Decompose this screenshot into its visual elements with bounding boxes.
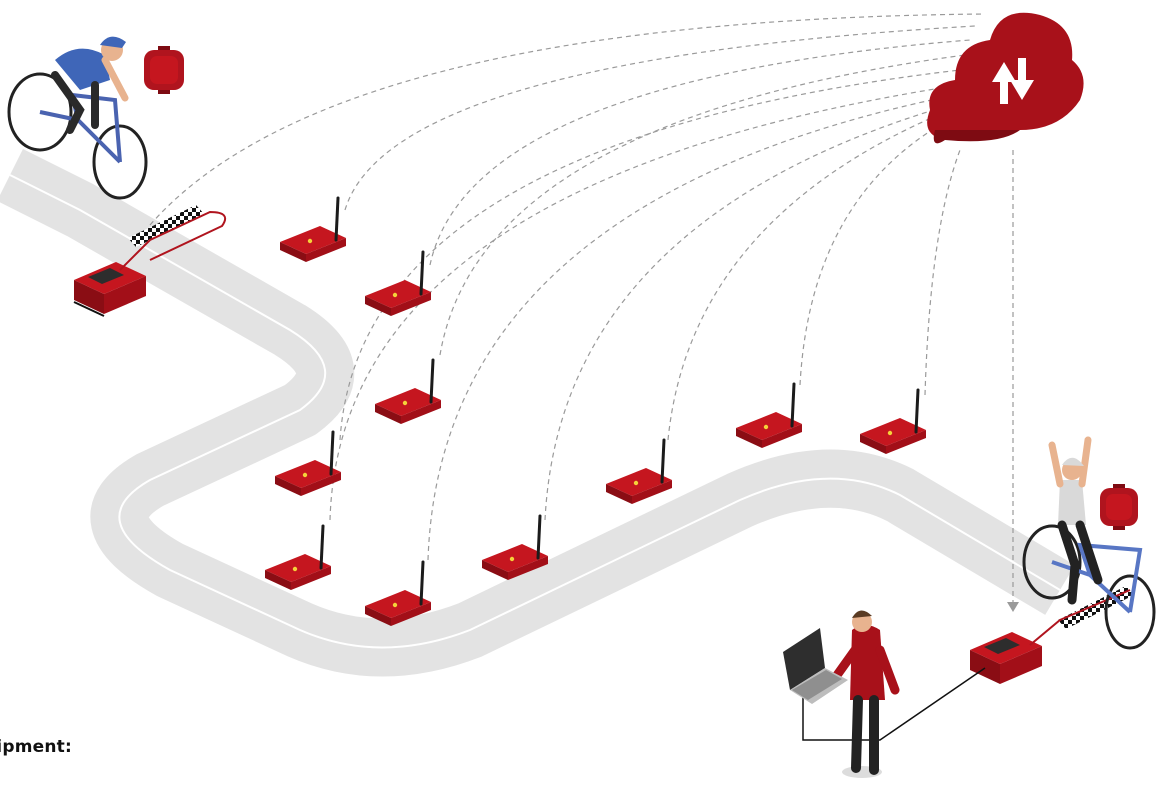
wireless-node-icon xyxy=(736,384,802,448)
operator-icon xyxy=(835,610,895,778)
wireless-node-icon xyxy=(265,526,331,590)
equipment-caption: uipment: xyxy=(0,737,72,757)
race-track xyxy=(10,175,1060,648)
rfid-tag-icon xyxy=(144,46,184,94)
cloud-upload-download-icon xyxy=(927,13,1083,144)
wireless-node-icon xyxy=(280,198,346,262)
wireless-node-icon xyxy=(860,390,926,454)
wireless-node-icon xyxy=(375,360,441,424)
arrow-down-icon xyxy=(1007,602,1019,612)
rfid-tag-icon xyxy=(1100,484,1138,530)
wireless-node-icon xyxy=(606,440,672,504)
wireless-node-icon xyxy=(365,252,431,316)
